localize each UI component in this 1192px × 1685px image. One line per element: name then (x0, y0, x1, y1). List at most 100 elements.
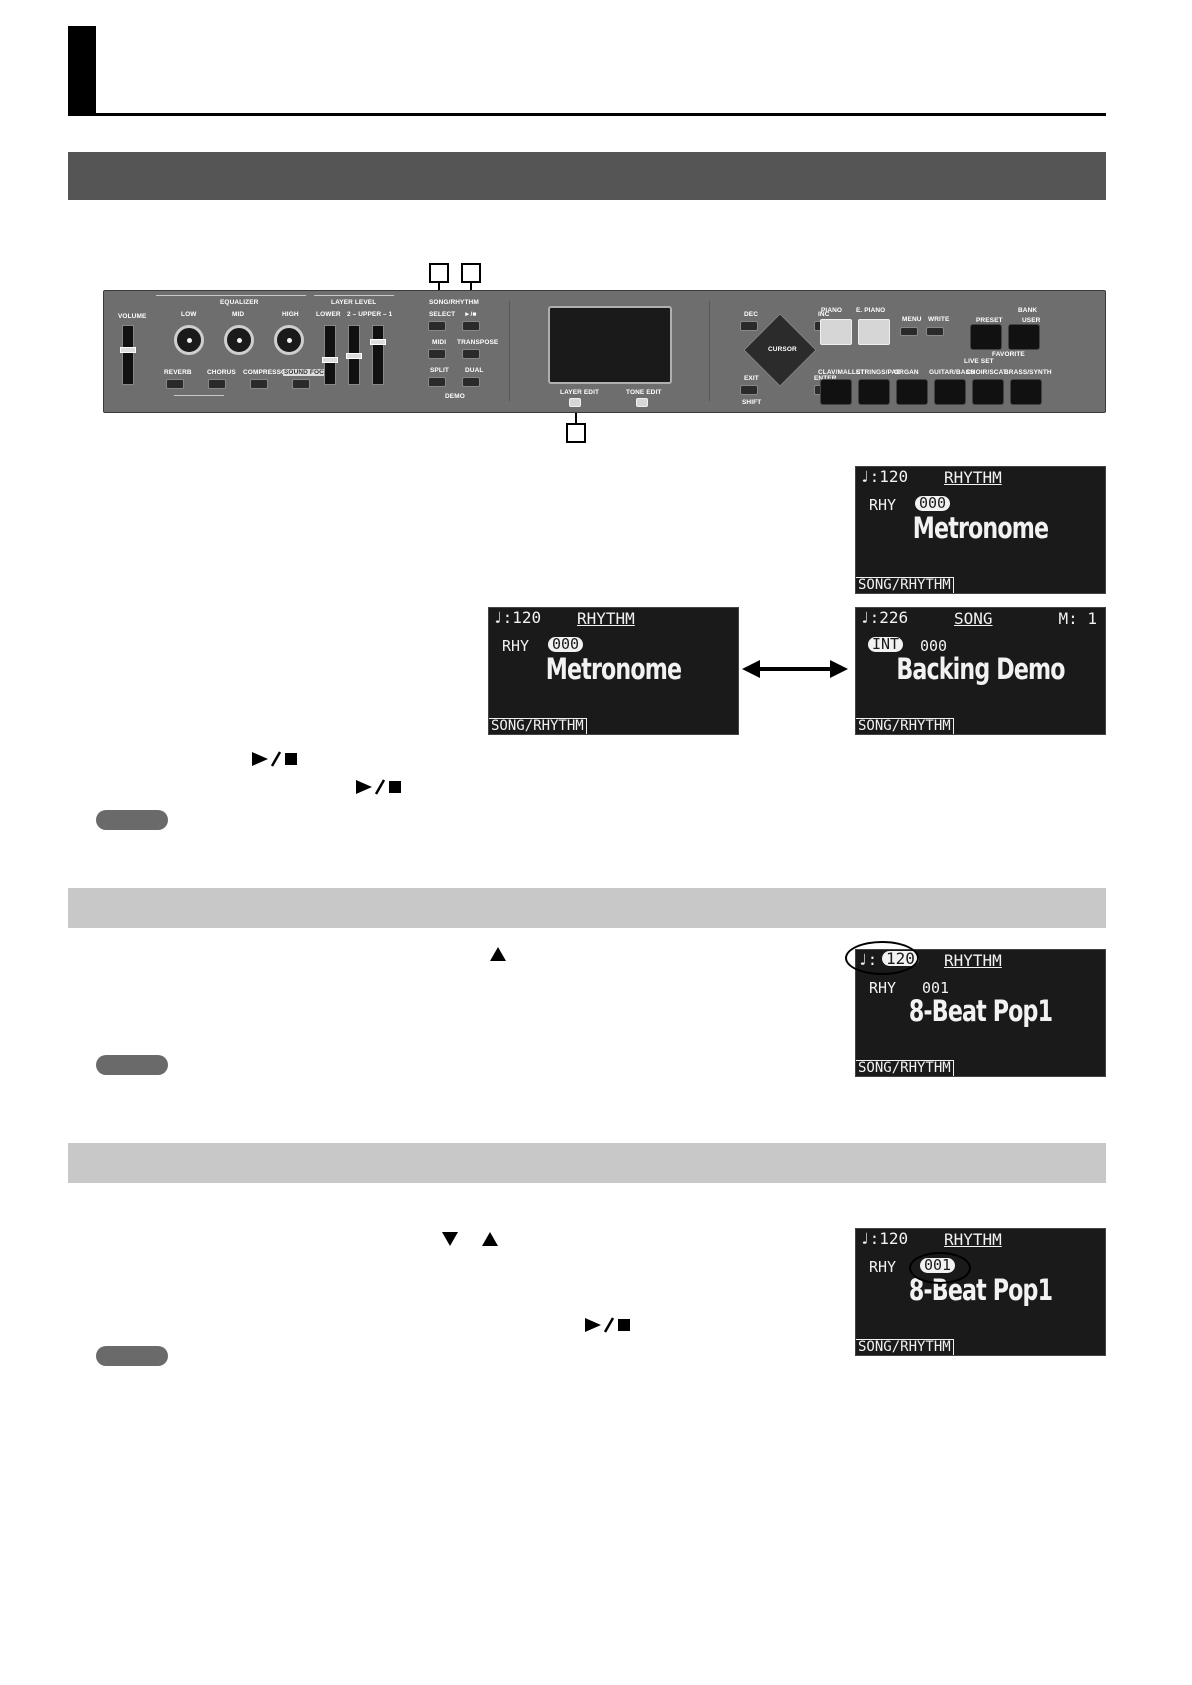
exit-label: EXIT (744, 375, 759, 382)
lower-fader[interactable] (324, 325, 336, 385)
organ-button[interactable] (896, 379, 928, 405)
volume-slider-cap[interactable] (120, 347, 136, 353)
rhy-label: RHY (502, 637, 530, 655)
cursor-up-icon (490, 947, 506, 961)
chapter-tab (68, 26, 96, 116)
select-button[interactable] (428, 321, 446, 331)
guitar-bass-label: GUITAR/BASS (929, 369, 975, 376)
brass-synth-label: BRASS/SYNTH (1004, 369, 1052, 376)
upper1-fader[interactable] (372, 325, 384, 385)
piano-button[interactable] (820, 319, 852, 345)
menu-button[interactable] (900, 327, 918, 336)
reverb-button[interactable] (166, 379, 184, 389)
subsection-header-bar (68, 888, 1106, 928)
dual-label: DUAL (465, 367, 484, 374)
rhy-label: RHY (869, 1258, 897, 1276)
e-piano-label: E. PIANO (856, 307, 886, 314)
guitar-bass-button[interactable] (934, 379, 966, 405)
lcd-rhythm-screen: ♩:120 RHYTHM RHY 000 Metronome SONG/RHYT… (855, 466, 1106, 594)
song-name: Backing Demo (896, 652, 1065, 686)
lcd-rhythm-screen: ♩:120 RHYTHM RHY 000 Metronome SONG/RHYT… (488, 607, 739, 735)
write-button[interactable] (926, 327, 944, 336)
upper2-fader-cap[interactable] (346, 353, 362, 359)
select-label: SELECT (429, 311, 456, 318)
brass-synth-button[interactable] (1010, 379, 1042, 405)
play-stop-button[interactable] (462, 321, 480, 331)
rhythm-name: Metronome (545, 652, 682, 686)
demo-label: DEMO (445, 393, 465, 400)
screen-footer: SONG/RHYTHM (856, 1060, 954, 1076)
lower-fader-cap[interactable] (322, 357, 338, 363)
section-header-bar (68, 152, 1106, 200)
rhythm-name: Metronome (912, 511, 1049, 545)
volume-slider[interactable] (122, 325, 134, 385)
panel-divider (709, 301, 710, 401)
song-source-badge: INT (868, 637, 904, 652)
e-piano-button[interactable] (858, 319, 890, 345)
eq-high-knob[interactable] (274, 325, 304, 355)
rhythm-name: 8-Beat Pop1 (908, 994, 1053, 1028)
choir-scat-button[interactable] (972, 379, 1004, 405)
screen-footer: SONG/RHYTHM (856, 718, 954, 734)
toggle-arrow-icon (742, 660, 848, 678)
tempo-readout: ♩:120 (860, 467, 909, 486)
user-label: USER (1022, 317, 1041, 324)
rhythm-name: 8-Beat Pop1 (908, 1273, 1053, 1307)
panel-divider (509, 301, 510, 401)
dual-button[interactable] (462, 377, 480, 387)
callout-box (429, 263, 449, 283)
cursor-down-icon (442, 1232, 458, 1246)
menu-label: MENU (902, 316, 922, 323)
play-stop-icon (252, 751, 297, 767)
instrument-panel: VOLUME EQUALIZER LOW MID HIGH REVERB CHO… (103, 290, 1106, 413)
rhythm-number: 000 (548, 637, 584, 652)
compressor-button[interactable] (250, 379, 268, 389)
layer-level-label: LAYER LEVEL (331, 299, 377, 306)
strings-pad-button[interactable] (858, 379, 890, 405)
rhythm-number: 001 (922, 979, 950, 997)
lcd-song-screen: ♩:226 SONG M: 1 INT 000 Backing Demo SON… (855, 607, 1106, 735)
tone-edit-button[interactable] (636, 398, 648, 407)
midi-button[interactable] (428, 349, 446, 359)
panel-display (548, 306, 672, 384)
lcd-rhythm-select-screen: ♩:120 RHYTHM RHY 001 8-Beat Pop1 SONG/RH… (855, 1228, 1106, 1356)
volume-label: VOLUME (118, 313, 147, 320)
dec-button[interactable] (740, 321, 758, 331)
preset-label: PRESET (976, 317, 1003, 324)
preset-button[interactable] (970, 324, 1002, 350)
memo-pill (96, 1346, 168, 1366)
tempo-readout: ♩:120 (493, 608, 542, 627)
upper1-fader-cap[interactable] (370, 339, 386, 345)
play-stop-icon (585, 1317, 630, 1333)
exit-button[interactable] (740, 385, 758, 395)
piano-label: PIANO (821, 307, 843, 314)
layer-edit-button[interactable] (569, 398, 581, 407)
mode-title: SONG (954, 609, 993, 628)
enter-label: ENTER (814, 375, 837, 382)
chorus-label: CHORUS (207, 369, 236, 376)
layer-group-line (314, 295, 394, 296)
transpose-label: TRANSPOSE (457, 339, 499, 346)
highlight-ring (909, 1252, 971, 1284)
inc-label: INC (818, 311, 830, 318)
sound-focus-button[interactable] (292, 379, 310, 389)
chorus-button[interactable] (208, 379, 226, 389)
strings-pad-label: STRINGS/PAD (856, 369, 902, 376)
eq-low-knob[interactable] (174, 325, 204, 355)
callout-box (461, 263, 481, 283)
bank-label: BANK (1018, 307, 1038, 314)
rhy-label: RHY (869, 496, 897, 514)
upper-label: 2 – UPPER – 1 (347, 311, 393, 318)
song-rhythm-label: SONG/RHYTHM (429, 299, 479, 306)
play-stop-label: ►/■ (464, 311, 477, 318)
clav-mallet-button[interactable] (820, 379, 852, 405)
transpose-button[interactable] (462, 349, 480, 359)
eq-mid-knob[interactable] (224, 325, 254, 355)
split-button[interactable] (428, 377, 446, 387)
callout-box (566, 423, 586, 443)
compressor-label: COMPRESSOR (243, 369, 291, 376)
highlight-ring (845, 941, 919, 975)
tempo-readout: ♩:120 (860, 1229, 909, 1248)
user-button[interactable] (1008, 324, 1040, 350)
cursor-label: CURSOR (768, 346, 797, 353)
